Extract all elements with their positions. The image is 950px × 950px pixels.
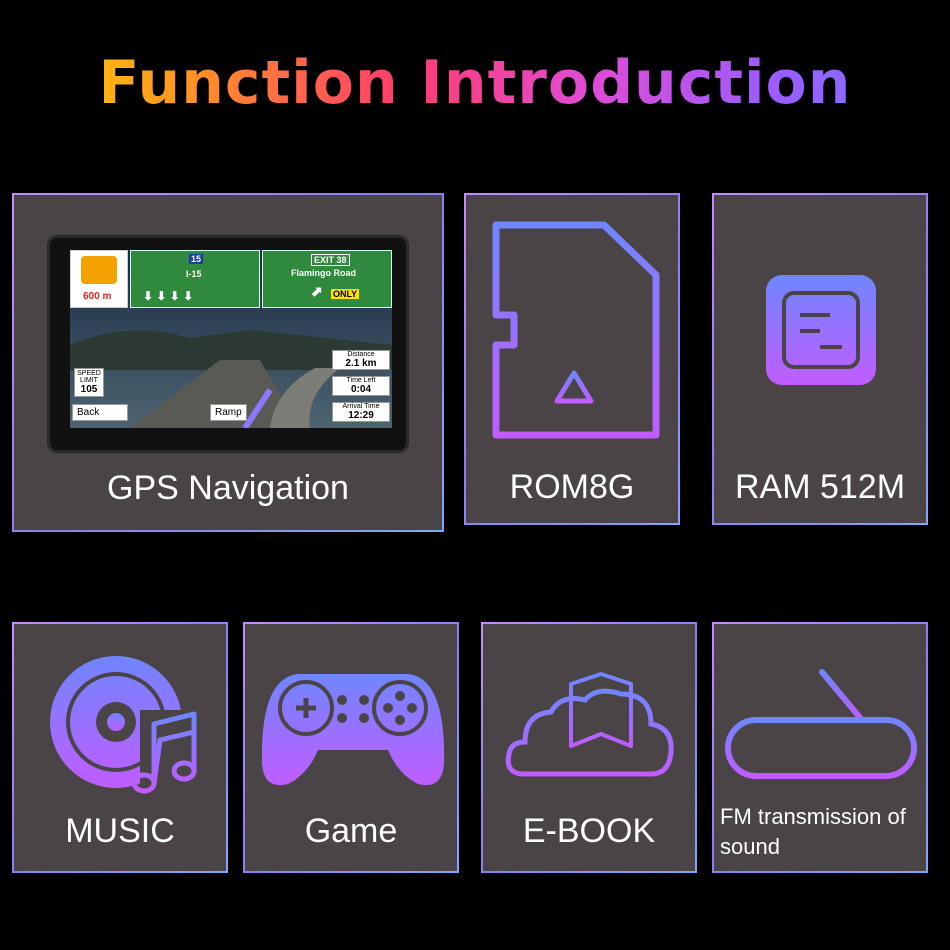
feature-label: RAM 512M <box>734 468 906 506</box>
feature-label: Game <box>304 812 398 850</box>
back-button[interactable]: Back <box>72 404 128 421</box>
gps-navigation-card: 600 m 15 I-15 ⬇ ⬇ ⬇ ⬇ EXIT 38 Flamingo R… <box>12 193 444 532</box>
ram-card: RAM 512M <box>712 193 928 525</box>
feature-label: E-BOOK <box>522 812 656 850</box>
feature-label: GPS Navigation <box>107 469 349 507</box>
fm-card: FM transmission of sound <box>712 622 928 873</box>
gamepad-icon <box>261 674 445 786</box>
sd-card-icon <box>492 221 660 439</box>
chip-icon <box>731 244 911 416</box>
music-card: MUSIC <box>12 622 228 873</box>
feature-label: ROM8G <box>509 468 635 506</box>
radio-icon <box>725 669 917 779</box>
game-card: Game <box>243 622 459 873</box>
rom-card: ROM8G <box>464 193 680 525</box>
ebook-icon <box>505 672 674 777</box>
feature-label: FM transmission of sound <box>720 804 906 859</box>
page-title: Function Introduction <box>0 48 950 118</box>
ebook-card: E-BOOK <box>481 622 697 873</box>
feature-label: MUSIC <box>65 812 175 850</box>
gps-device-icon: 600 m 15 I-15 ⬇ ⬇ ⬇ ⬇ EXIT 38 Flamingo R… <box>47 235 409 453</box>
ramp-button[interactable]: Ramp <box>210 404 247 421</box>
music-disc-icon <box>50 656 202 794</box>
